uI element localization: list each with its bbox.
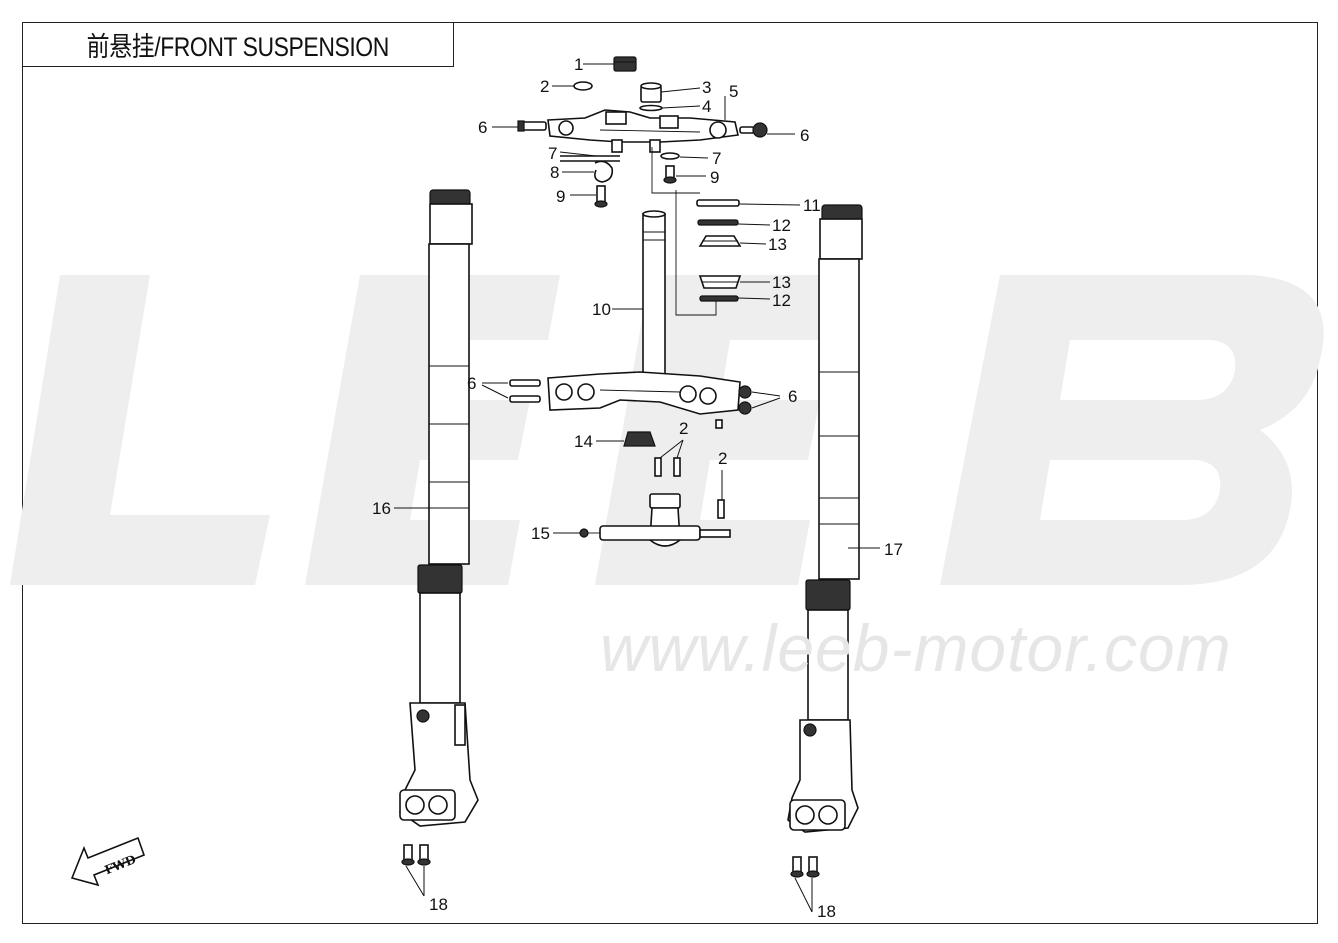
bolt-9-right <box>663 165 677 184</box>
callout-14: 14 <box>574 432 593 451</box>
lower-clamp-nuts-right <box>738 385 752 415</box>
stem-bearing-14 <box>623 431 656 447</box>
callout-11: 11 <box>803 196 821 215</box>
lower-triple-clamp <box>547 371 741 429</box>
stem-nut-3 <box>640 82 662 103</box>
title-box: 前悬挂/FRONT SUSPENSION <box>22 22 454 67</box>
callout-10: 10 <box>592 300 611 319</box>
callout-6: 6 <box>467 374 476 393</box>
washers-7 <box>560 152 680 162</box>
dust-seal-11 <box>696 199 740 207</box>
callout-18: 18 <box>817 902 836 921</box>
page-title: 前悬挂/FRONT SUSPENSION <box>86 31 389 62</box>
callout-17: 17 <box>884 540 903 559</box>
axle-bolts-18-left <box>401 844 431 866</box>
drawing-frame <box>22 22 1318 924</box>
watermark-url: www.leeb-motor.com <box>600 611 1232 685</box>
callout-5: 5 <box>729 82 738 101</box>
callout-16: 16 <box>372 499 391 518</box>
callout-15: 15 <box>531 524 550 543</box>
callout-13: 13 <box>768 235 787 254</box>
callout-7: 7 <box>548 144 557 163</box>
bearing-13-bottom <box>698 275 742 289</box>
callout-numbers: 1 2 3 4 5 6 6 7 7 8 9 9 10 11 12 13 13 1… <box>372 55 903 921</box>
washer-4 <box>639 104 663 112</box>
callout-8: 8 <box>550 163 559 182</box>
steering-stem-10 <box>642 210 666 375</box>
callout-2: 2 <box>679 419 688 438</box>
callout-6: 6 <box>478 118 487 137</box>
callout-18: 18 <box>429 895 448 914</box>
callout-6: 6 <box>788 387 797 406</box>
clamp-bolt-right <box>739 122 768 138</box>
ring-12-bottom <box>699 295 739 302</box>
callout-12: 12 <box>772 216 791 235</box>
clip-8 <box>594 160 614 183</box>
bearing-13-top <box>698 235 742 247</box>
callout-3: 3 <box>702 78 711 97</box>
stem-nut-cap <box>613 56 637 72</box>
axle-bolts-18-right <box>790 856 820 878</box>
bearing-group-bracket <box>651 147 717 316</box>
callout-2: 2 <box>718 449 727 468</box>
ring-12-top <box>697 219 739 226</box>
fwd-arrow-icon: FWD <box>70 836 146 887</box>
small-bolt-2 <box>573 81 593 91</box>
upper-triple-clamp <box>547 109 739 153</box>
lower-clamp-bolts-left <box>509 379 541 403</box>
callout-13: 13 <box>772 273 791 292</box>
callout-1: 1 <box>574 55 583 74</box>
callout-6: 6 <box>800 126 809 145</box>
callout-7: 7 <box>712 149 721 168</box>
callout-12: 12 <box>772 291 791 310</box>
right-fork-17 <box>787 204 863 833</box>
bolt-9-left <box>594 185 608 208</box>
callout-4: 4 <box>702 97 711 116</box>
clamp-bolt-left <box>517 120 547 132</box>
left-fork-16 <box>399 189 479 827</box>
leader-lines <box>394 63 880 913</box>
callout-9: 9 <box>710 168 719 187</box>
damper-bolts-2 <box>654 457 725 519</box>
callout-9: 9 <box>556 187 565 206</box>
callout-2: 2 <box>540 77 549 96</box>
